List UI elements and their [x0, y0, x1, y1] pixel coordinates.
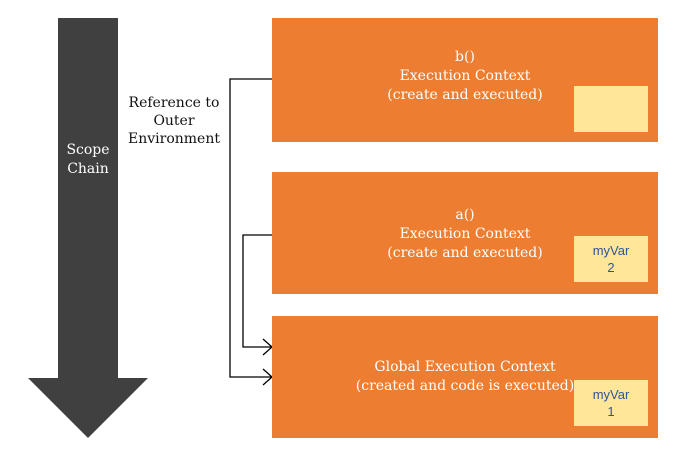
b-context-line2: (create and executed)	[387, 87, 543, 103]
global-variable-value: 1	[607, 404, 615, 419]
connector-a-to-global	[242, 234, 272, 348]
global-variable-environment: myVar 1	[574, 380, 648, 426]
b-variable-environment	[574, 86, 648, 132]
global-execution-context: Global Execution Context (created and co…	[272, 316, 658, 438]
a-context-line1: Execution Context	[399, 226, 531, 242]
b-context-text: b() Execution Context (create and execut…	[272, 48, 658, 105]
reference-outer-environment-label: Reference to Outer Environment	[118, 94, 230, 148]
global-context-line1: Global Execution Context	[374, 359, 556, 375]
b-context-line1: Execution Context	[399, 68, 531, 84]
b-execution-context: b() Execution Context (create and execut…	[272, 18, 658, 142]
a-context-text: a() Execution Context (create and execut…	[272, 206, 658, 263]
b-context-title: b()	[455, 49, 475, 65]
scope-chain-label-line2: Chain	[67, 161, 109, 177]
connector-b-to-global	[229, 78, 272, 378]
a-variable-environment: myVar 2	[574, 236, 648, 282]
reference-label-line3: Environment	[128, 131, 220, 147]
a-variable-value: 2	[607, 260, 615, 275]
a-context-line2: (create and executed)	[387, 245, 543, 261]
global-variable-name: myVar	[592, 387, 630, 402]
reference-label-line1: Reference to	[128, 95, 220, 111]
reference-label-line2: Outer	[153, 113, 195, 129]
scope-chain-label: Scope Chain	[58, 141, 118, 179]
a-variable-name: myVar	[592, 243, 630, 258]
global-context-line2: (created and code is executed)	[355, 378, 575, 394]
global-context-text: Global Execution Context (created and co…	[272, 358, 658, 396]
scope-chain-label-line1: Scope	[66, 142, 110, 158]
a-context-title: a()	[455, 207, 475, 223]
scope-chain-arrow	[28, 18, 148, 438]
a-execution-context: a() Execution Context (create and execut…	[272, 172, 658, 294]
